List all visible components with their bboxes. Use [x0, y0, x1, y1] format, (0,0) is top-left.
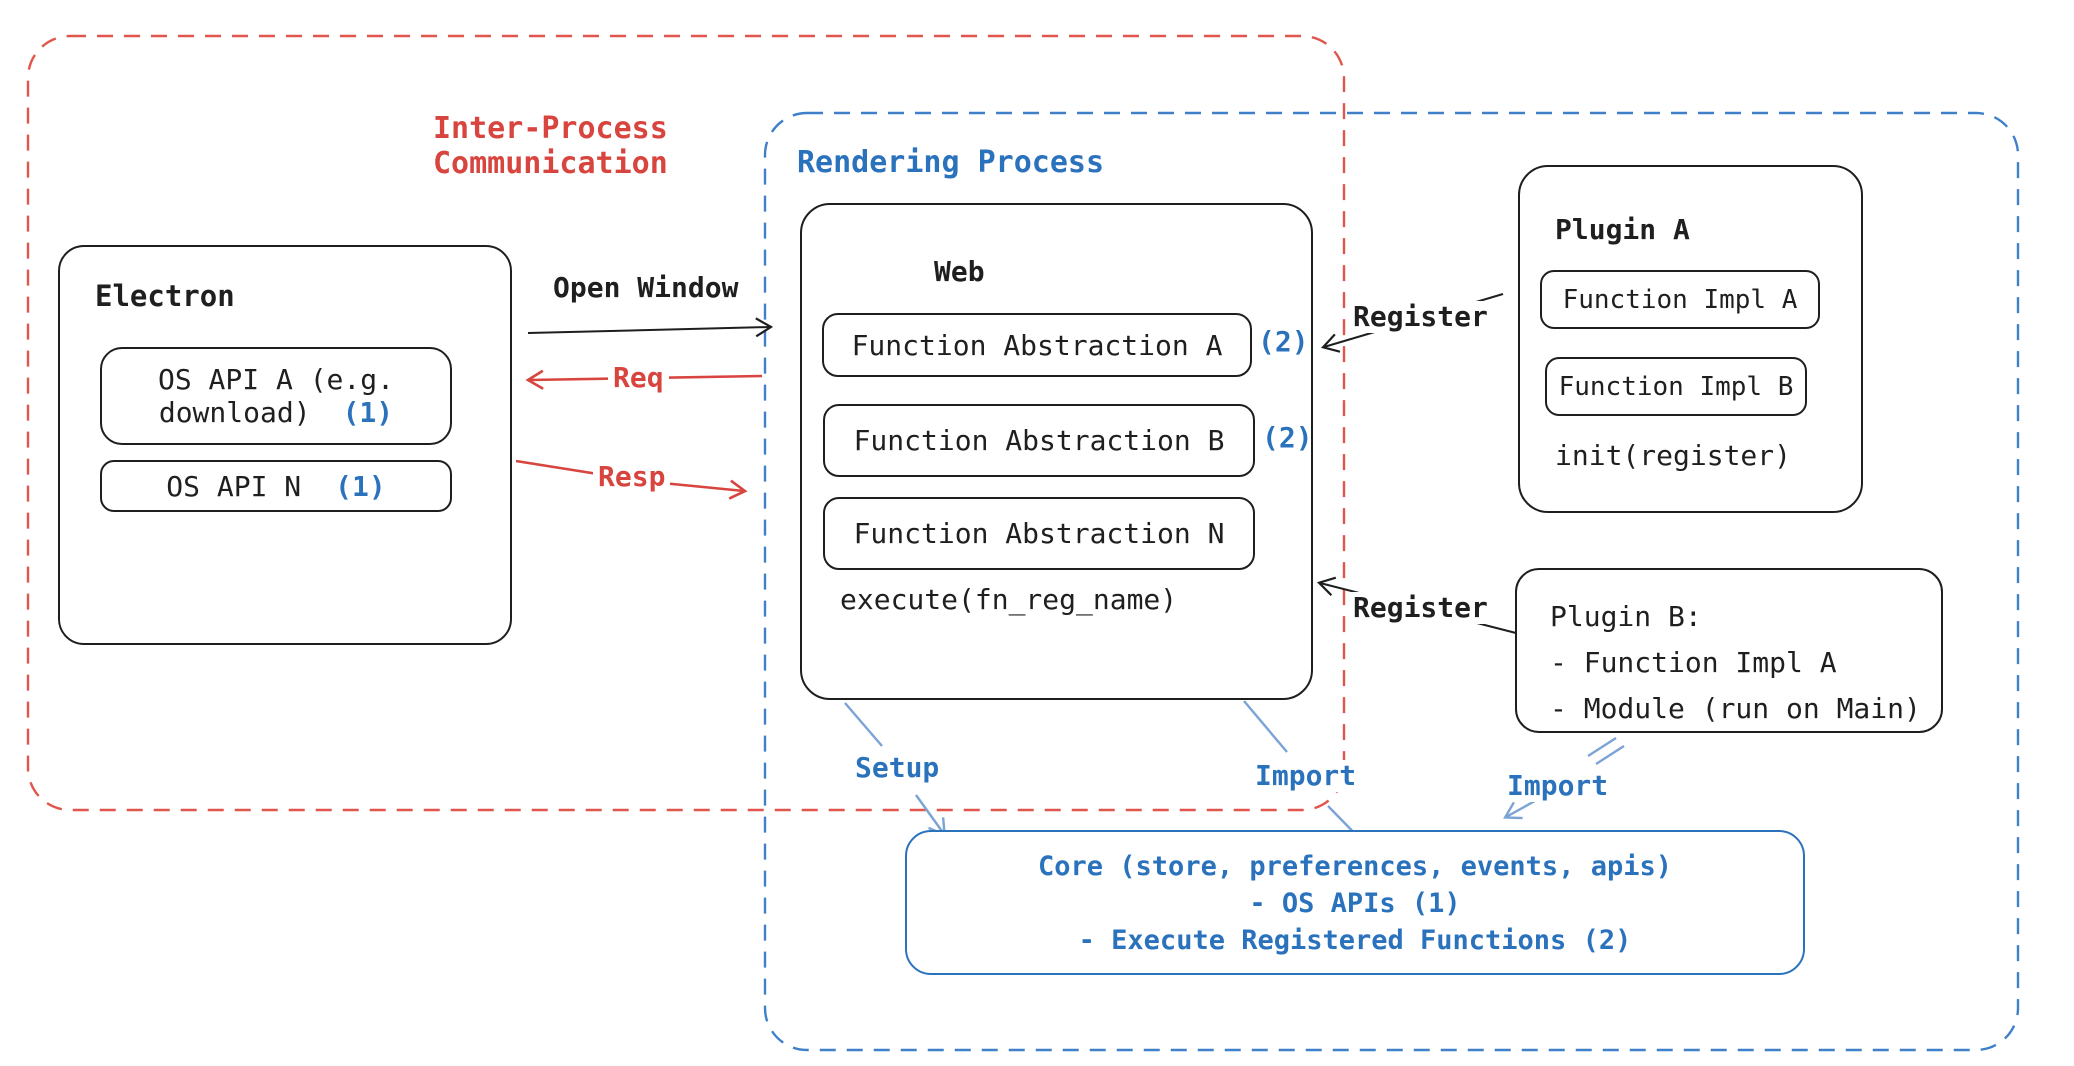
os-api-n-badge: (1)	[335, 469, 386, 503]
function-impl-a-label: Function Impl A	[1562, 284, 1798, 315]
function-abstraction-b-box: Function Abstraction B	[823, 404, 1255, 477]
register-top-label: Register	[1348, 300, 1493, 334]
req-label: Req	[608, 361, 669, 395]
plugin-b-box: Plugin B: - Function Impl A - Module (ru…	[1515, 568, 1943, 733]
function-abstraction-a-box: Function Abstraction A	[822, 313, 1252, 377]
setup-label: Setup	[850, 751, 945, 785]
os-api-a-label-line2: download)	[158, 396, 311, 429]
web-title: Web	[934, 255, 985, 288]
os-api-n-label: OS API N	[166, 469, 302, 503]
import-plugin-b-label: Import	[1502, 769, 1614, 803]
rendering-boundary	[763, 111, 2020, 1052]
electron-box: Electron OS API A (e.g. download) (1) OS …	[58, 245, 512, 645]
plugin-b-item-1: - Function Impl A	[1550, 646, 1837, 679]
open-window-label: Open Window	[553, 271, 739, 304]
register-bottom-label: Register	[1348, 591, 1493, 625]
function-impl-b-box: Function Impl B	[1545, 357, 1807, 416]
core-line-3: - Execute Registered Functions (2)	[1078, 925, 1632, 956]
setup-arrow	[844, 702, 946, 837]
function-abstraction-n-box: Function Abstraction N	[823, 497, 1255, 570]
plugin-a-box: Plugin A Function Impl A Function Impl B…	[1518, 165, 1863, 513]
os-api-a-badge: (1)	[342, 396, 394, 429]
init-register-label: init(register)	[1555, 439, 1792, 472]
function-impl-b-label: Function Impl B	[1558, 371, 1794, 402]
function-abstraction-b-label: Function Abstraction B	[853, 424, 1225, 457]
function-impl-a-box: Function Impl A	[1540, 270, 1820, 329]
execute-label: execute(fn_reg_name)	[840, 583, 1178, 616]
open-window-arrow	[527, 317, 774, 338]
ipc-label: Inter-Process Communication	[433, 111, 668, 181]
os-api-a-box: OS API A (e.g. download) (1)	[100, 347, 452, 445]
plugin-b-item-2: - Module (run on Main)	[1550, 692, 1921, 725]
function-abstraction-a-label: Function Abstraction A	[851, 328, 1223, 362]
os-api-a-label-line1: OS API A (e.g.	[157, 363, 394, 396]
function-abstraction-a-badge: (2)	[1258, 325, 1309, 358]
os-api-n-box: OS API N (1)	[100, 460, 452, 512]
function-abstraction-b-badge: (2)	[1262, 421, 1313, 454]
function-abstraction-n-label: Function Abstraction N	[853, 517, 1225, 550]
core-box: Core (store, preferences, events, apis) …	[905, 830, 1805, 975]
plugin-b-title: Plugin B:	[1550, 600, 1702, 633]
web-box: Web Function Abstraction A (2) Function …	[800, 203, 1313, 700]
core-line-2: - OS APIs (1)	[1249, 888, 1461, 919]
core-line-1: Core (store, preferences, events, apis)	[1038, 851, 1672, 882]
import-mid-label: Import	[1250, 759, 1362, 793]
electron-title: Electron	[95, 279, 235, 313]
plugin-a-title: Plugin A	[1555, 213, 1690, 246]
rendering-process-label: Rendering Process	[797, 145, 1105, 180]
resp-label: Resp	[593, 460, 671, 494]
